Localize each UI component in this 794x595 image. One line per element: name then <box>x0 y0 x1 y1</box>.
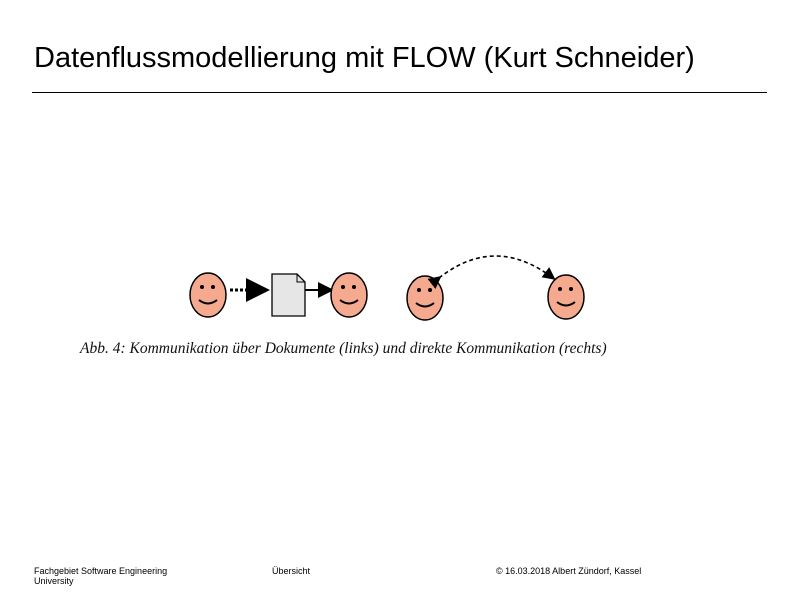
document-icon <box>271 273 306 317</box>
title-divider <box>32 92 767 93</box>
figure-caption: Abb. 4: Kommunikation über Dokumente (li… <box>80 340 607 357</box>
person-3-face-icon <box>406 275 444 321</box>
person-2-face-icon <box>330 272 368 318</box>
person-1-face-icon <box>189 272 227 318</box>
footer-copyright: © 16.03.2018 Albert Zündorf, Kassel <box>496 566 642 576</box>
footer-section-link[interactable]: Übersicht <box>272 566 311 576</box>
direct-communication-arrow <box>427 255 556 289</box>
slide-title: Datenflussmodellierung mit FLOW (Kurt Sc… <box>34 42 695 74</box>
person-4-face-icon <box>547 274 585 320</box>
footer-department: Fachgebiet Software Engineering Universi… <box>34 566 168 586</box>
